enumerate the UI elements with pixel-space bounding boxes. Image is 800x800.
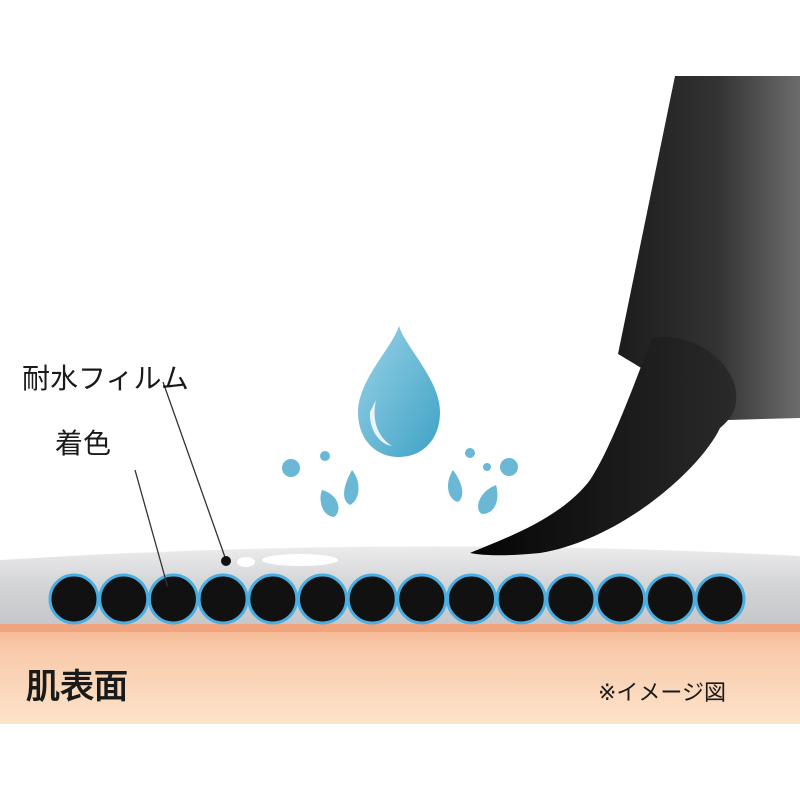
label-pigment: 着色 [55,427,111,460]
film-highlight [262,554,338,566]
label-image-note: ※イメージ図 [598,681,726,706]
pigment-particle [595,573,647,625]
eyeliner-pen-icon [470,76,800,556]
pigment-particle [147,573,199,625]
pigment-particle [495,573,547,625]
water-splash [282,448,518,517]
pigment-particle [346,573,398,625]
pigment-particle [545,573,597,625]
pigment-particle [197,573,249,625]
water-drop-icon [358,326,440,457]
pigment-particle [396,573,448,625]
pigment-particle [48,573,100,625]
skin-layer [0,620,800,724]
pigment-particle [446,573,497,625]
pigment-particles [48,573,746,625]
label-waterproof-film: 耐水フィルム [22,362,189,395]
film-highlight-small [237,557,255,567]
pigment-particle [694,573,746,625]
leader-lines [134,381,231,594]
pigment-particle [247,573,299,625]
pigment-particle [98,573,150,625]
pigment-particle [644,573,696,625]
pigment-particle [297,573,348,625]
label-skin-surface: 肌表面 [26,667,128,707]
